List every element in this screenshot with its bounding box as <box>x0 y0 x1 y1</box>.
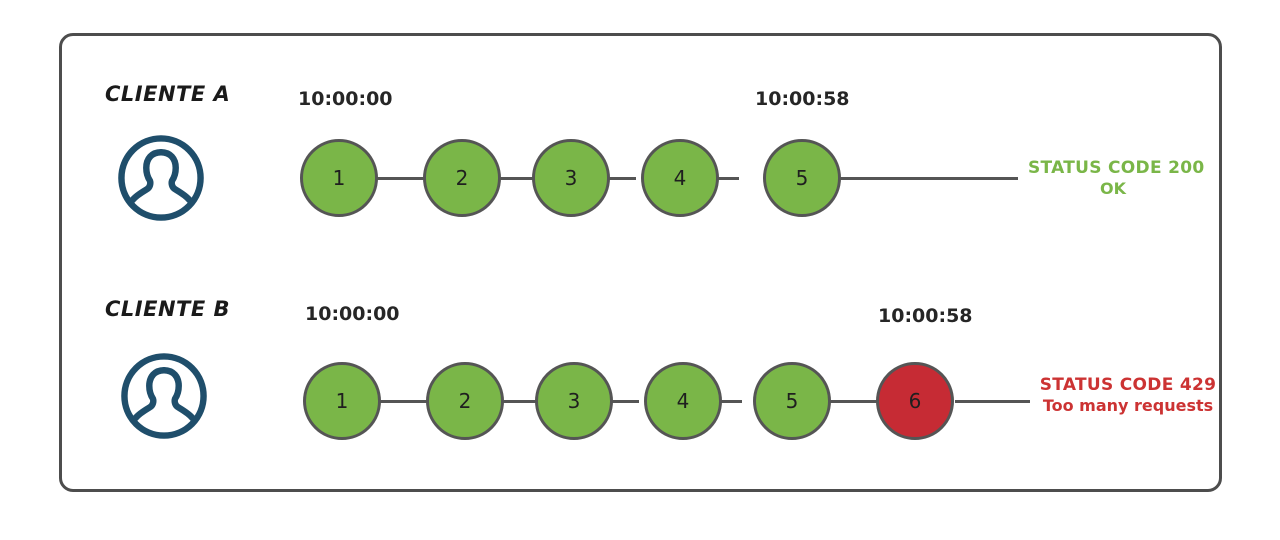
end-timestamp-b: 10:00:58 <box>878 305 973 327</box>
status-badge-b: STATUS CODE 429 Too many requests <box>1030 375 1226 415</box>
request-node[interactable]: 1 <box>303 362 381 440</box>
connector-1-2-b <box>373 400 433 403</box>
connector-tail-b <box>955 400 1030 403</box>
request-node[interactable]: 2 <box>423 139 501 217</box>
client-label-a: CLIENTE A <box>105 82 231 106</box>
request-node[interactable]: 4 <box>641 139 719 217</box>
status-code-label: STATUS CODE 429 <box>1039 375 1217 395</box>
status-message-label: Too many requests <box>1042 395 1214 415</box>
request-node-error[interactable]: 6 <box>876 362 954 440</box>
user-avatar-icon <box>118 350 210 442</box>
connector-tail-a <box>820 177 1018 180</box>
status-badge-a: STATUS CODE 200 OK <box>1028 158 1205 198</box>
request-node[interactable]: 5 <box>753 362 831 440</box>
request-node[interactable]: 3 <box>535 362 613 440</box>
request-node[interactable]: 4 <box>644 362 722 440</box>
client-label-b: CLIENTE B <box>105 297 231 321</box>
connector-5-6-b <box>785 400 877 403</box>
request-node[interactable]: 5 <box>763 139 841 217</box>
end-timestamp-a: 10:00:58 <box>755 88 850 110</box>
connector-1-2-a <box>370 177 430 180</box>
connector-2-3-b <box>476 400 536 403</box>
request-node[interactable]: 2 <box>426 362 504 440</box>
request-node[interactable]: 3 <box>532 139 610 217</box>
request-node[interactable]: 1 <box>300 139 378 217</box>
diagram-frame <box>59 33 1222 492</box>
status-code-label: STATUS CODE 200 <box>1028 158 1205 178</box>
user-avatar-icon <box>115 132 207 224</box>
status-message-label: OK <box>1100 178 1126 198</box>
start-timestamp-b: 10:00:00 <box>305 303 400 325</box>
start-timestamp-a: 10:00:00 <box>298 88 393 110</box>
connector-2-3-a <box>473 177 533 180</box>
